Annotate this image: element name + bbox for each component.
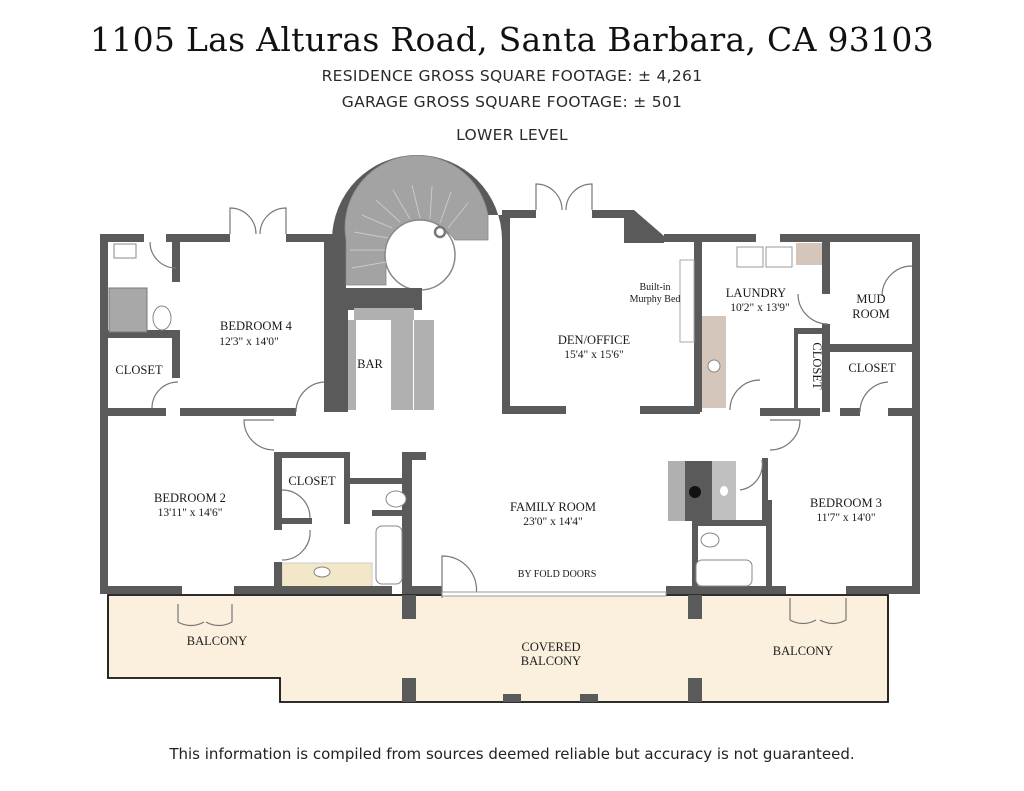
room-label-closet-bedroom-3: CLOSET (848, 361, 896, 375)
room-label-laundry: LAUNDRY (726, 286, 786, 300)
room-dims-bedroom-3: 11'7" x 14'0" (816, 512, 875, 524)
page-title: 1105 Las Alturas Road, Santa Barbara, CA… (90, 20, 934, 59)
mirror-panel (679, 259, 695, 343)
room-dims-den-office: 15'4" x 15'6" (564, 349, 624, 361)
walls (100, 210, 920, 594)
residence-square-footage: RESIDENCE GROSS SQUARE FOOTAGE: ± 4,261 (321, 67, 703, 85)
bifold-doors-label: BY FOLD DOORS (518, 569, 597, 580)
washer-icon (736, 246, 764, 268)
fireplace-icon (668, 461, 736, 521)
room-label-balcony-right: BALCONY (773, 644, 833, 658)
bar-counter (340, 288, 434, 410)
room-dims-bedroom-4: 12'3" x 14'0" (219, 336, 279, 348)
door-swings (149, 183, 913, 627)
room-label-mud-line2: ROOM (852, 307, 890, 321)
toilet-icon (385, 490, 407, 508)
room-label-family-room: FAMILY ROOM (510, 500, 596, 514)
sink-icon (113, 243, 137, 259)
bifold-door-track (441, 591, 667, 597)
balcony-post (688, 678, 702, 702)
room-label-bedroom-4: BEDROOM 4 (220, 319, 293, 333)
room-label-covered-balcony-line2: BALCONY (521, 654, 581, 668)
balcony-post (402, 678, 416, 702)
room-dims-family-room: 23'0" x 14'4" (523, 516, 583, 528)
room-label-bar: BAR (357, 357, 383, 371)
room-label-closet-laundry: CLOSET (810, 342, 824, 390)
room-label-balcony-left: BALCONY (187, 634, 247, 648)
balcony-post (580, 694, 598, 702)
tub-icon (695, 559, 753, 587)
level-label: LOWER LEVEL (456, 126, 568, 144)
laundry-counter-top (796, 243, 822, 265)
disclaimer: This information is compiled from source… (169, 745, 855, 763)
toilet-icon (152, 305, 172, 331)
dryer-icon (765, 246, 793, 268)
room-label-covered-balcony-line1: COVERED (521, 640, 580, 654)
tub-icon (375, 525, 403, 585)
toilet-icon (700, 532, 720, 548)
spiral-staircase (332, 155, 502, 300)
room-dims-laundry: 10'2" x 13'9" (730, 302, 790, 314)
balcony-area (107, 594, 889, 703)
balcony-post (688, 595, 702, 619)
sink-icon (313, 566, 331, 578)
murphy-bed-label-line2: Murphy Bed (630, 294, 681, 305)
room-label-closet-bedroom-4: CLOSET (115, 363, 163, 377)
shower-icon (108, 287, 148, 333)
murphy-bed-label-line1: Built-in (639, 282, 670, 293)
room-dims-bedroom-2: 13'11" x 14'6" (158, 507, 223, 519)
balcony-post (402, 595, 416, 619)
room-label-den-office: DEN/OFFICE (558, 333, 631, 347)
room-label-closet-bedroom-2: CLOSET (288, 474, 336, 488)
balcony-post (503, 694, 521, 702)
room-label-mud-line1: MUD (856, 292, 885, 306)
garage-square-footage: GARAGE GROSS SQUARE FOOTAGE: ± 501 (341, 93, 683, 111)
room-label-bedroom-3: BEDROOM 3 (810, 496, 882, 510)
room-label-bedroom-2: BEDROOM 2 (154, 491, 226, 505)
laundry-sink-icon (707, 359, 721, 373)
